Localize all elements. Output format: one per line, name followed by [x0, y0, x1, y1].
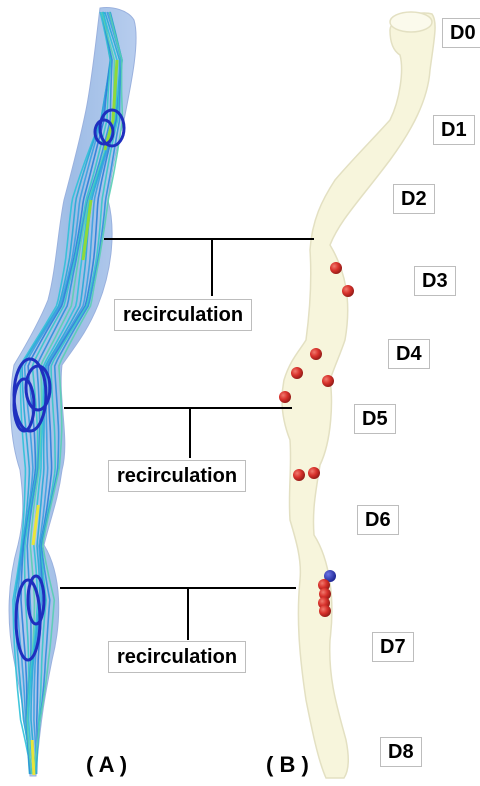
segment-label-d4: D4: [388, 339, 430, 369]
vessel-b-inlet: [390, 12, 432, 32]
segment-label-d2: D2: [393, 184, 435, 214]
particle-red: [291, 367, 303, 379]
segment-label-d3: D3: [414, 266, 456, 296]
particle-red: [293, 469, 305, 481]
particle-red: [342, 285, 354, 297]
panel-b-label: ( B ): [266, 752, 309, 778]
connector-upper: [104, 239, 314, 296]
panel-a-label: ( A ): [86, 752, 127, 778]
vessel-b-body: [282, 13, 435, 778]
particle-red: [319, 605, 331, 617]
particle-red: [330, 262, 342, 274]
particle-red: [310, 348, 322, 360]
streamline-high-velocity: [32, 740, 34, 775]
segment-label-d0: D0: [442, 18, 480, 48]
segment-label-d7: D7: [372, 632, 414, 662]
connector-middle: [64, 408, 292, 458]
particle-red: [279, 391, 291, 403]
segment-label-d6: D6: [357, 505, 399, 535]
recirculation-label-upper: recirculation: [114, 299, 252, 331]
recirculation-label-middle: recirculation: [108, 460, 246, 492]
connector-lower: [60, 588, 296, 640]
segment-label-d1: D1: [433, 115, 475, 145]
particle-red: [322, 375, 334, 387]
segment-label-d8: D8: [380, 737, 422, 767]
recirculation-label-lower: recirculation: [108, 641, 246, 673]
panel-b-vessel: [279, 12, 435, 778]
particle-red: [308, 467, 320, 479]
segment-label-d5: D5: [354, 404, 396, 434]
